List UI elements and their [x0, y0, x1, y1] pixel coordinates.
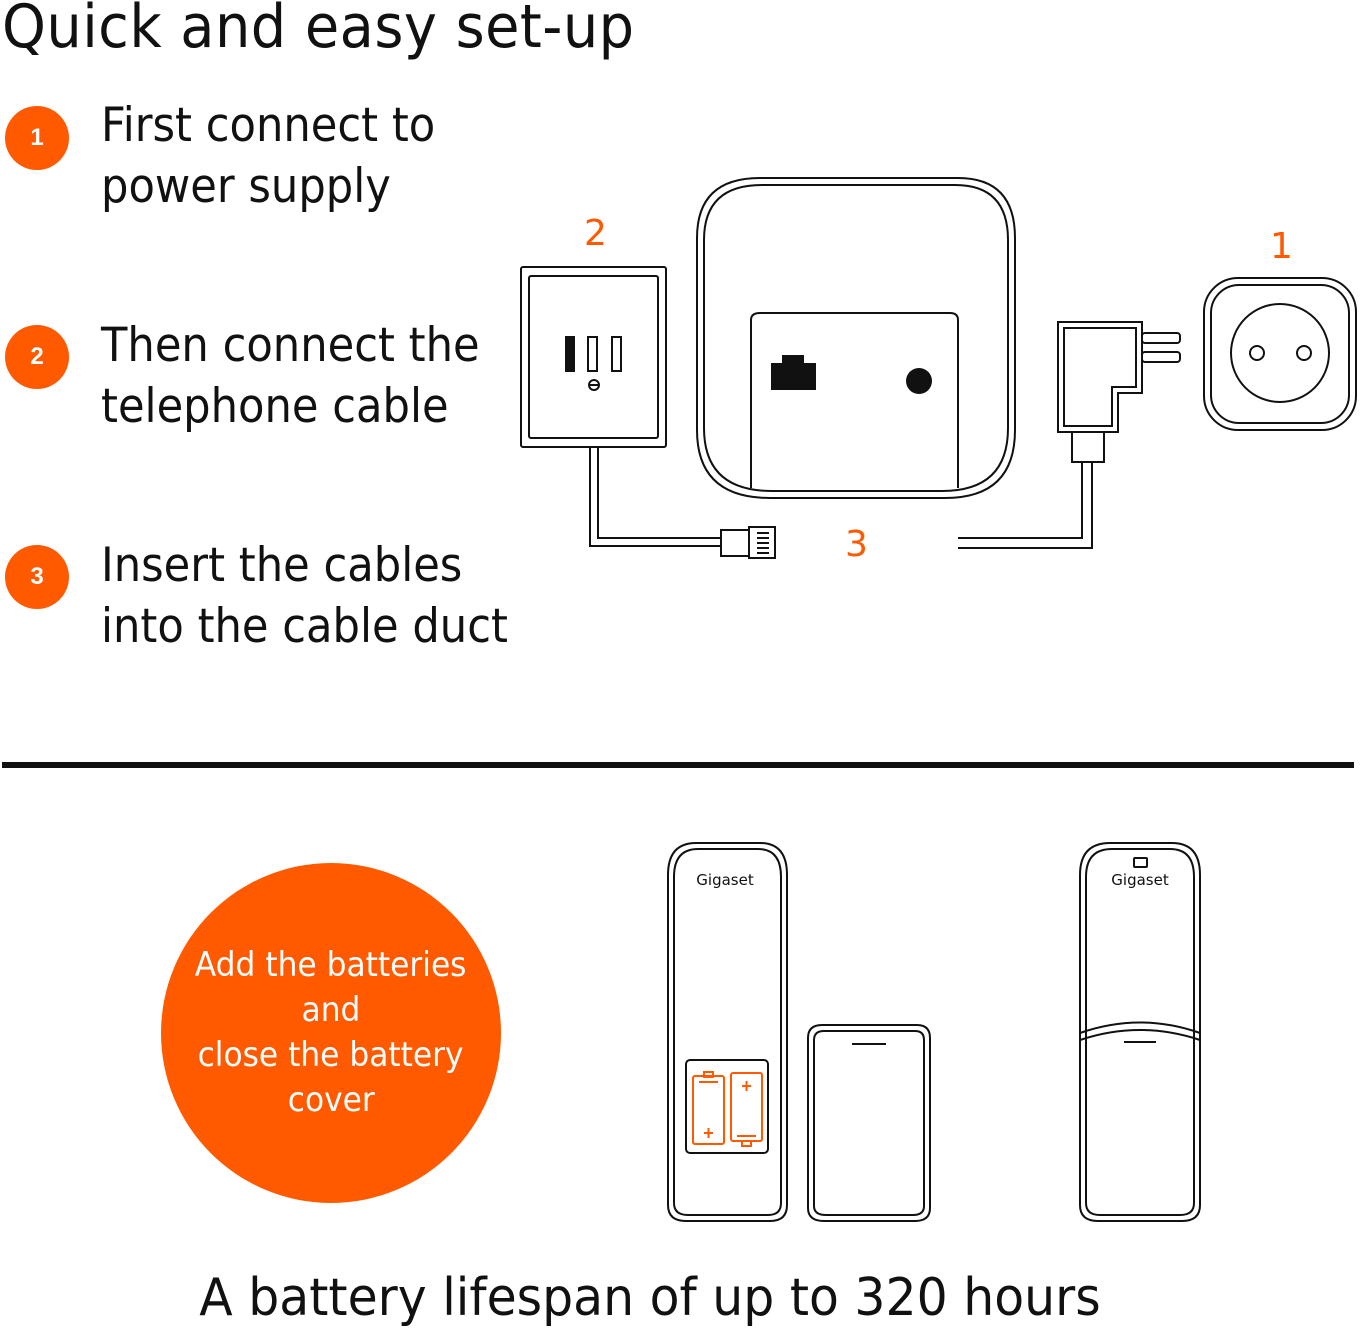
step-1-badge: 1: [5, 106, 69, 170]
battery-line-2: and: [301, 990, 361, 1030]
battery-line-3: close the battery: [198, 1035, 464, 1075]
step-2-line-2: telephone cable: [101, 379, 449, 434]
battery-cover-icon: [807, 1024, 931, 1222]
label-power-outlet: 1: [1270, 226, 1293, 267]
section-divider: [2, 762, 1354, 768]
battery-instruction-circle: Add the batteries and close the battery …: [161, 863, 501, 1203]
handset-diagram: Gigaset Gigaset: [667, 842, 1201, 1222]
power-jack-icon: [906, 368, 932, 394]
handset-closed-icon: [1079, 842, 1201, 1222]
phone-socket-icon: [520, 266, 667, 448]
brand-logo-left: Gigaset: [696, 871, 754, 889]
handset-open-icon: [667, 842, 788, 1222]
step-2-line-1: Then connect the: [101, 318, 480, 373]
power-outlet-icon: [1203, 277, 1357, 431]
power-adapter-icon: [958, 321, 1181, 549]
rj11-port-icon: [771, 355, 816, 390]
rj11-plug-icon: [720, 526, 776, 559]
telephone-cable: [589, 447, 722, 547]
step-3-badge: 3: [5, 545, 69, 609]
battery-line-4: cover: [287, 1080, 375, 1120]
battery-icon: [692, 1071, 763, 1147]
label-phone-socket: 2: [584, 213, 607, 254]
step-3-line-2: into the cable duct: [101, 599, 508, 654]
step-2-badge: 2: [5, 325, 69, 389]
base-station-icon: [696, 177, 1016, 499]
battery-lifespan-footer: A battery lifespan of up to 320 hours: [199, 1268, 1101, 1328]
step-1-line-2: power supply: [101, 159, 391, 214]
page-title: Quick and easy set-up: [2, 0, 635, 62]
label-cable-duct: 3: [845, 524, 868, 565]
brand-logo-right: Gigaset: [1111, 871, 1169, 889]
step-3-line-1: Insert the cables: [101, 538, 463, 593]
connection-diagram: 2 1 3: [520, 177, 1357, 565]
step-1-text: First connect to power supply: [101, 95, 435, 217]
step-2-text: Then connect the telephone cable: [101, 315, 480, 437]
step-1-line-1: First connect to: [101, 98, 436, 153]
battery-line-1: Add the batteries: [195, 945, 467, 985]
step-3-text: Insert the cables into the cable duct: [101, 535, 508, 657]
